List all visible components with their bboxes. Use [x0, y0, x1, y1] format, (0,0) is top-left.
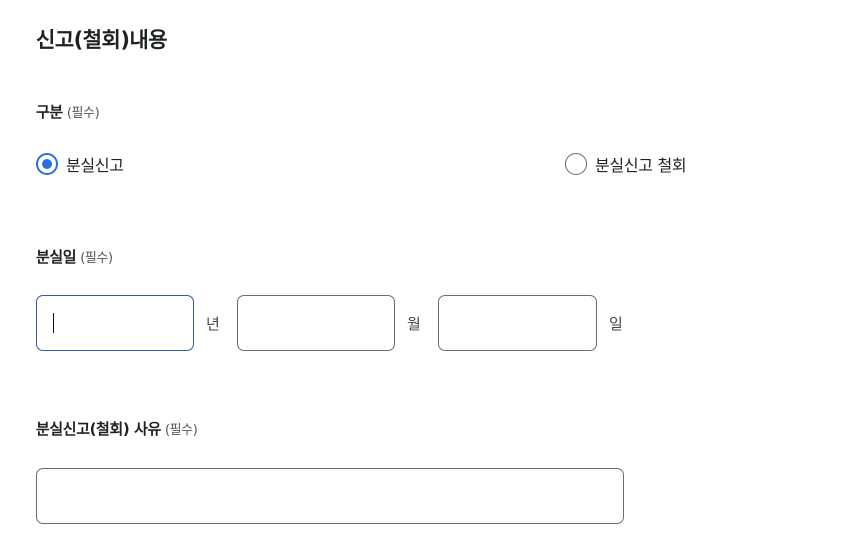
- category-label: 구분(필수): [36, 101, 100, 122]
- radio-lost-report[interactable]: 분실신고: [36, 152, 124, 176]
- category-label-text: 구분: [36, 103, 63, 121]
- required-marker: (필수): [80, 251, 113, 266]
- radio-lost-report-withdraw[interactable]: 분실신고 철회: [565, 152, 687, 176]
- lost-date-label-text: 분실일: [36, 248, 77, 266]
- required-marker: (필수): [66, 106, 100, 121]
- day-input[interactable]: [438, 295, 597, 351]
- radio-checked-icon[interactable]: [36, 153, 58, 175]
- radio-lost-report-label: 분실신고: [66, 156, 124, 175]
- reason-label: 분실신고(철회) 사유(필수): [36, 418, 198, 439]
- radio-unchecked-icon[interactable]: [565, 153, 587, 175]
- month-input[interactable]: [237, 295, 395, 351]
- lost-date-label: 분실일(필수): [36, 246, 113, 267]
- month-unit: 월: [407, 315, 421, 333]
- year-input[interactable]: [36, 295, 194, 351]
- section-title: 신고(철회)내용: [36, 28, 168, 52]
- year-unit: 년: [206, 315, 220, 333]
- required-marker: (필수): [164, 423, 198, 438]
- text-caret: [53, 313, 54, 333]
- day-unit: 일: [609, 315, 623, 333]
- reason-input[interactable]: [36, 468, 624, 524]
- radio-lost-report-withdraw-label: 분실신고 철회: [595, 156, 687, 175]
- reason-label-text: 분실신고(철회) 사유: [36, 420, 161, 438]
